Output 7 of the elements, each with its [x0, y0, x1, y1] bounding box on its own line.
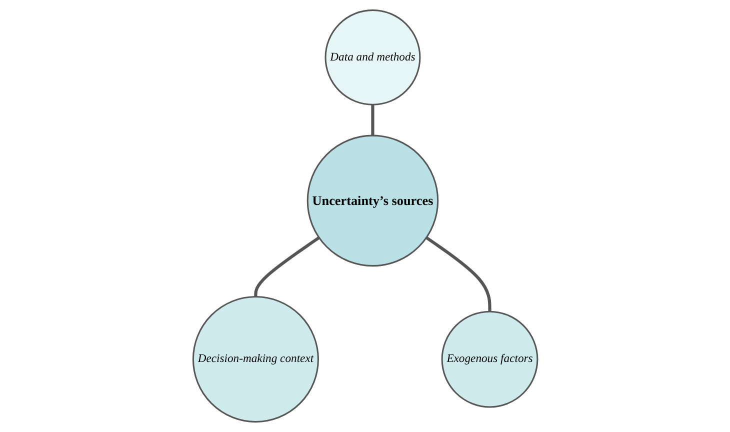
node-circle: Data and methods: [324, 9, 420, 106]
connector: [370, 104, 374, 136]
node-circle: Exogenous factors: [440, 310, 538, 408]
node-circle: Uncertainty’s sources: [306, 134, 438, 267]
node-circle: Decision-making context: [192, 296, 319, 423]
connector: [254, 236, 320, 297]
connector: [425, 236, 491, 312]
